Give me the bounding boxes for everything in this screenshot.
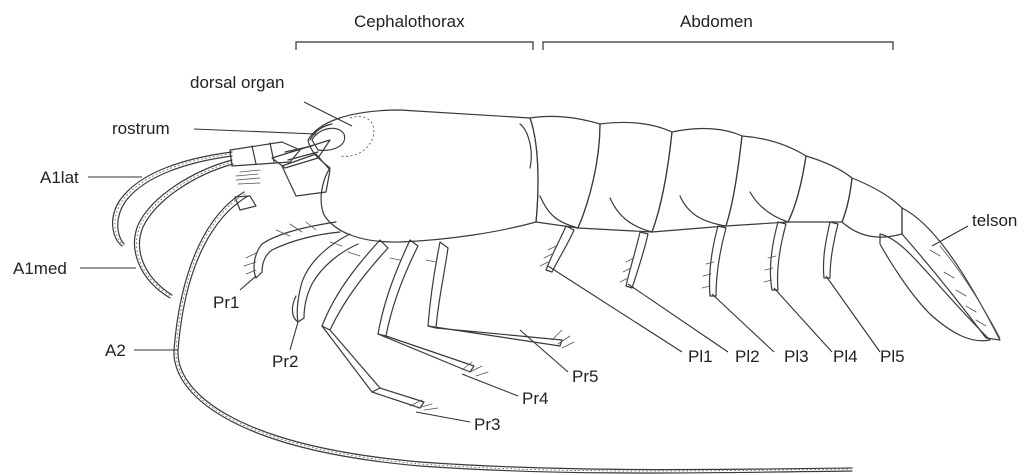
abdomen-label: Abdomen — [680, 12, 753, 31]
label-dorsal-organ: dorsal organ — [190, 73, 285, 92]
pleopod-5 — [823, 222, 838, 278]
label-pr2: Pr2 — [272, 352, 298, 371]
antenna-a2 — [174, 192, 852, 473]
pereopods — [244, 222, 574, 410]
pereopod-5 — [428, 242, 448, 328]
leader-pr5 — [520, 330, 568, 372]
abdomen-segment-4 — [726, 136, 806, 226]
label-a1lat: A1lat — [40, 168, 79, 187]
abdomen-segment-6 — [842, 178, 902, 237]
cephalothorax-bracket — [296, 42, 533, 50]
leader-pr2 — [290, 322, 298, 350]
label-a1med: A1med — [13, 259, 67, 278]
antenna-a1 — [113, 142, 300, 298]
label-pr1: Pr1 — [213, 293, 239, 312]
labels: dorsal organ rostrum A1lat A1med A2 Pr1 … — [13, 73, 1017, 434]
label-pr3: Pr3 — [474, 415, 500, 434]
pleopod-3 — [709, 226, 726, 296]
body-outline — [308, 110, 1000, 341]
leader-pl1 — [548, 266, 682, 352]
label-rostrum: rostrum — [112, 119, 170, 138]
region-brackets: Cephalothorax Abdomen — [296, 12, 893, 50]
leader-lines — [80, 102, 968, 422]
leader-telson — [932, 226, 968, 246]
leader-pl4 — [774, 288, 832, 352]
carapace — [308, 110, 538, 242]
uropod — [880, 234, 990, 341]
abdomen-segment-5 — [788, 156, 852, 222]
pereopod-3 — [322, 240, 388, 330]
leader-pl5-visible — [826, 276, 880, 352]
pleopod-4 — [770, 222, 786, 290]
label-telson: telson — [972, 211, 1017, 230]
label-pl5: Pl5 — [880, 347, 905, 366]
label-pr5: Pr5 — [572, 367, 598, 386]
label-pl3: Pl3 — [784, 347, 809, 366]
pereopod-4 — [378, 240, 418, 336]
leader-pr1 — [240, 276, 256, 290]
leader-pr3 — [416, 412, 470, 422]
label-pl1: Pl1 — [688, 347, 713, 366]
label-pl4: Pl4 — [833, 347, 858, 366]
abdomen-bracket — [543, 42, 893, 50]
leader-pr4 — [462, 374, 518, 396]
label-pr4: Pr4 — [522, 389, 548, 408]
leader-rostrum — [194, 129, 316, 134]
pereopod-1 — [254, 222, 340, 278]
cephalothorax-label: Cephalothorax — [354, 12, 465, 31]
label-pl2: Pl2 — [735, 347, 760, 366]
leader-pl3 — [712, 294, 774, 352]
abdomen-segment-1 — [530, 116, 600, 228]
label-a2: A2 — [105, 341, 126, 360]
